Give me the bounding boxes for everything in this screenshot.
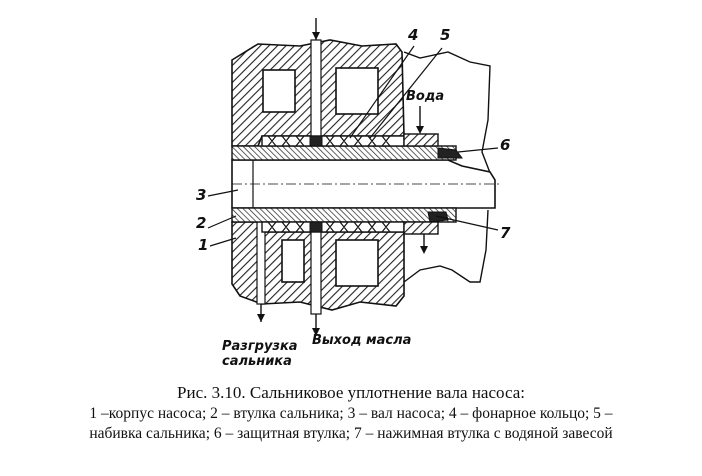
label-6: 6 [500,136,511,154]
label-2: 2 [196,214,207,232]
housing-outline [403,51,493,283]
caption-legend-line-1: 1 –корпус насоса; 2 – втулка сальника; 3… [89,405,613,422]
label-5: 5 [440,26,451,44]
gland-lower [403,221,439,235]
leader-lines [207,45,499,247]
figure-caption: Рис. 3.10. Сальниковое уплотнение вала н… [0,382,702,444]
protective-sleeve [437,147,463,159]
label-oil-outlet: Выход масла [312,333,412,348]
packing-lower [261,221,405,233]
label-4: 4 [408,26,419,44]
water-arrow [416,126,424,134]
label-relief-line1: Разгрузка [222,339,298,354]
packing-upper [261,135,405,147]
lower-cavity-right [335,239,379,287]
label-water: Вода [406,89,445,104]
caption-legend-line-2: набивка сальника; 6 – защитная втулка; 7… [89,425,613,442]
label-3: 3 [196,186,207,204]
lower-cavity-left [281,239,305,283]
relief-arrow [257,314,265,322]
label-1: 1 [198,236,209,254]
label-relief-line2: сальника [222,354,292,369]
stuffing-box-drawing [207,18,500,336]
shaft-sleeve-lower [231,207,457,223]
oil-outlet-arrow [312,328,320,336]
upper-cavity-right [335,67,379,115]
gland-upper [403,133,439,147]
label-7: 7 [500,224,511,242]
relief-channel [256,221,266,305]
water-drain-arrow [420,246,428,254]
upper-cavity-left [262,69,296,113]
caption-title: Рис. 3.10. Сальниковое уплотнение вала н… [177,383,525,402]
oil-inlet-arrow [312,32,320,40]
shaft-sleeve-upper [231,145,457,161]
